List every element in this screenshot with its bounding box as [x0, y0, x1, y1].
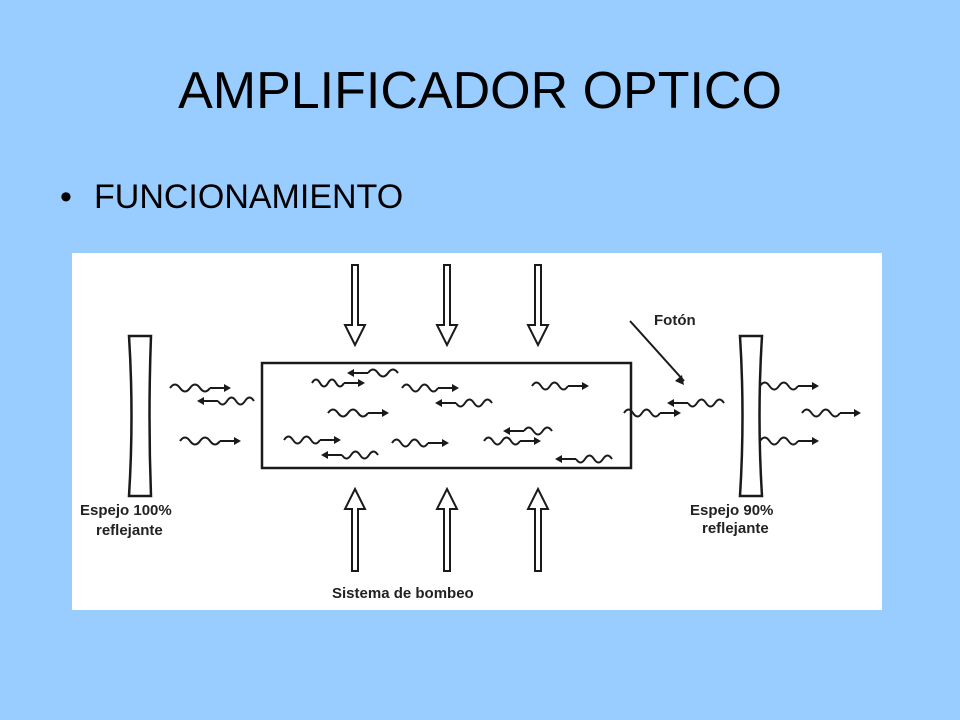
arrow-down-icon — [343, 264, 367, 348]
bullet-text: FUNCIONAMIENTO — [94, 177, 404, 216]
photon-label: Fotón — [654, 312, 696, 329]
pump-arrows-bottom — [343, 486, 550, 572]
arrow-up-icon — [435, 486, 459, 572]
bullet-dot-icon: • — [60, 177, 72, 216]
bullet-item: • FUNCIONAMIENTO — [60, 172, 403, 222]
wave-arrow-icon — [483, 436, 541, 446]
arrow-down-icon — [526, 264, 550, 348]
wave-arrow-icon — [435, 398, 493, 408]
pump-system-label: Sistema de bombeo — [332, 585, 474, 602]
wave-arrow-icon — [311, 378, 365, 388]
wave-arrow-icon — [623, 408, 681, 418]
pump-arrows-top — [343, 264, 550, 348]
slide-title: AMPLIFICADOR OPTICO — [178, 62, 782, 120]
right-mirror — [738, 334, 764, 498]
arrow-down-icon — [435, 264, 459, 348]
left-mirror-label-line1: Espejo 100% — [80, 502, 172, 519]
active-medium-box — [260, 361, 633, 470]
arrow-up-icon — [526, 486, 550, 572]
wave-arrow-icon — [321, 450, 379, 460]
left-mirror — [127, 334, 153, 498]
amplifier-diagram: Fotón Espejo 100% reflejante Espejo 90% … — [72, 253, 882, 610]
photon-pointer-arrowhead — [675, 375, 684, 385]
wave-arrow-icon — [347, 368, 399, 378]
right-mirror-label-line2: reflejante — [702, 520, 769, 537]
photon-pointer-line — [629, 320, 685, 382]
wave-arrow-icon — [179, 436, 241, 446]
wave-arrow-icon — [401, 383, 459, 393]
photon-waves — [169, 368, 861, 464]
left-mirror-label-line2: reflejante — [96, 522, 163, 539]
wave-arrow-icon — [759, 436, 819, 446]
wave-arrow-icon — [283, 435, 341, 445]
wave-arrow-icon — [391, 438, 449, 448]
wave-arrow-icon — [667, 398, 725, 408]
wave-arrow-icon — [801, 408, 861, 418]
wave-arrow-icon — [327, 408, 389, 418]
wave-arrow-icon — [169, 383, 231, 393]
right-mirror-label-line1: Espejo 90% — [690, 502, 773, 519]
wave-arrow-icon — [503, 426, 553, 436]
wave-arrow-icon — [197, 396, 255, 406]
wave-arrow-icon — [759, 381, 819, 391]
wave-arrow-icon — [531, 381, 589, 391]
arrow-up-icon — [343, 486, 367, 572]
wave-arrow-icon — [555, 454, 613, 464]
amplifier-diagram-svg: Fotón Espejo 100% reflejante Espejo 90% … — [80, 264, 861, 602]
